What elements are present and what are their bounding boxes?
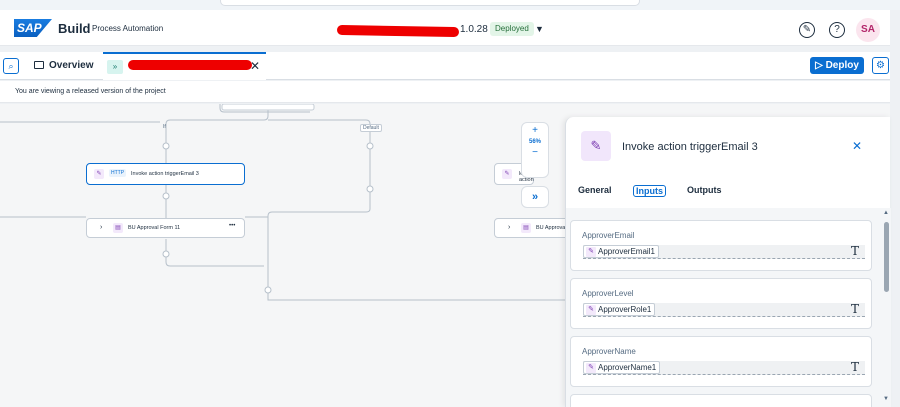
branch-default-label: Default: [360, 124, 382, 132]
process-icon: »: [107, 60, 123, 74]
field-label: ApproverName: [582, 347, 636, 356]
address-bar[interactable]: [220, 0, 640, 6]
type-text-icon: T: [850, 360, 859, 374]
properties-panel: ✎ Invoke action triggerEmail 3 ✕ General…: [565, 117, 891, 407]
variable-chip[interactable]: ✎ApproverEmail1: [583, 245, 659, 258]
field-label: ApproverEmail: [582, 231, 635, 240]
input-field-approver-email: ApproverEmail ✎ApproverEmail1 T: [570, 220, 872, 271]
status-badge: Deployed: [490, 22, 534, 36]
node-form-right-label: BU Approval: [536, 225, 567, 231]
deploy-label: Deploy: [825, 60, 859, 71]
form-icon: ▤: [113, 223, 123, 233]
variable-chip[interactable]: ✎ApproverRole1: [583, 303, 656, 316]
more-icon[interactable]: •••: [229, 223, 236, 229]
field-label: ApproverLevel: [582, 289, 634, 298]
connector-lines: [0, 104, 565, 301]
panel-title: Invoke action triggerEmail 3: [622, 141, 758, 153]
node-form-label: BU Approval Form 11: [128, 225, 181, 231]
field-value-input[interactable]: ✎ApproverEmail1 T: [583, 244, 865, 259]
panel-tabs: General Inputs Outputs: [566, 182, 891, 204]
help-icon[interactable]: ?: [829, 22, 845, 38]
search-icon[interactable]: ⌕: [3, 58, 19, 74]
variable-icon: ✎: [586, 305, 596, 315]
chip-label: ApproverEmail1: [598, 247, 655, 256]
deploy-button[interactable]: ▷ Deploy: [810, 57, 864, 74]
feedback-icon[interactable]: ✎: [799, 22, 815, 38]
close-icon[interactable]: ✕: [852, 139, 863, 153]
zoom-in-button[interactable]: +: [532, 125, 538, 136]
brand-name: Build: [58, 21, 91, 36]
input-field-next: [570, 394, 872, 407]
product-name: Process Automation: [92, 24, 164, 33]
info-strip: [0, 81, 890, 103]
input-field-approver-level: ApproverLevel ✎ApproverRole1 T: [570, 278, 872, 329]
variable-chip[interactable]: ✎ApproverName1: [583, 361, 661, 374]
chevron-right-icon[interactable]: ›: [508, 224, 511, 231]
action-icon: ✎: [502, 169, 512, 179]
variable-icon: ✎: [586, 247, 596, 257]
field-value-input[interactable]: ✎ApproverName1 T: [583, 360, 865, 375]
node-approval-form-right[interactable]: › ▤ BU Approval: [494, 218, 569, 238]
branch-if-label: If: [163, 124, 166, 130]
close-tab-icon[interactable]: ✕: [250, 59, 261, 73]
scroll-up-icon[interactable]: ▲: [883, 210, 889, 216]
chip-label: ApproverName1: [598, 363, 657, 372]
action-icon: ✎: [581, 131, 611, 161]
field-value-input[interactable]: ✎ApproverRole1 T: [583, 302, 865, 317]
inputs-list: ApproverEmail ✎ApproverEmail1 T Approver…: [566, 208, 884, 407]
scroll-down-icon[interactable]: ▼: [883, 396, 889, 402]
avatar[interactable]: SA: [856, 18, 880, 42]
node-invoke-label: Invoke action triggerEmail 3: [131, 171, 199, 177]
tab-general[interactable]: General: [578, 185, 612, 195]
zoom-level[interactable]: 56%: [528, 139, 541, 145]
http-tag: HTTP: [109, 169, 127, 177]
action-icon: ✎: [94, 169, 104, 179]
type-text-icon: T: [850, 302, 859, 316]
expand-panel-button[interactable]: »: [521, 186, 549, 208]
scroll-thumb[interactable]: [884, 222, 889, 292]
browser-strip: [0, 0, 900, 10]
panel-scrollbar[interactable]: ▲ ▼: [882, 208, 891, 407]
redacted-tab-label: [128, 60, 252, 70]
tab-inputs[interactable]: Inputs: [633, 185, 666, 197]
zoom-out-button[interactable]: −: [532, 147, 538, 158]
tab-overview-label: Overview: [49, 60, 94, 71]
folder-icon: [34, 61, 44, 69]
tab-overview[interactable]: Overview: [34, 60, 93, 71]
node-invoke-action[interactable]: ✎ HTTP Invoke action triggerEmail 3: [86, 163, 245, 185]
chip-label: ApproverRole1: [598, 305, 652, 314]
chevron-right-icon[interactable]: ›: [100, 224, 103, 231]
zoom-control: + 56% −: [521, 122, 549, 178]
form-icon: ▤: [521, 223, 531, 233]
tab-outputs[interactable]: Outputs: [687, 185, 722, 195]
node-approval-form[interactable]: › ▤ BU Approval Form 11 •••: [86, 218, 245, 238]
variable-icon: ✎: [586, 363, 596, 373]
version-dropdown-icon[interactable]: ▼: [535, 24, 544, 34]
version-label: 1.0.28: [460, 24, 488, 35]
released-info-text: You are viewing a released version of th…: [15, 88, 166, 95]
input-field-approver-name: ApproverName ✎ApproverName1 T: [570, 336, 872, 387]
redacted-project-name: [336, 24, 460, 38]
type-text-icon: T: [850, 244, 859, 258]
gear-icon[interactable]: ⚙: [872, 57, 889, 74]
